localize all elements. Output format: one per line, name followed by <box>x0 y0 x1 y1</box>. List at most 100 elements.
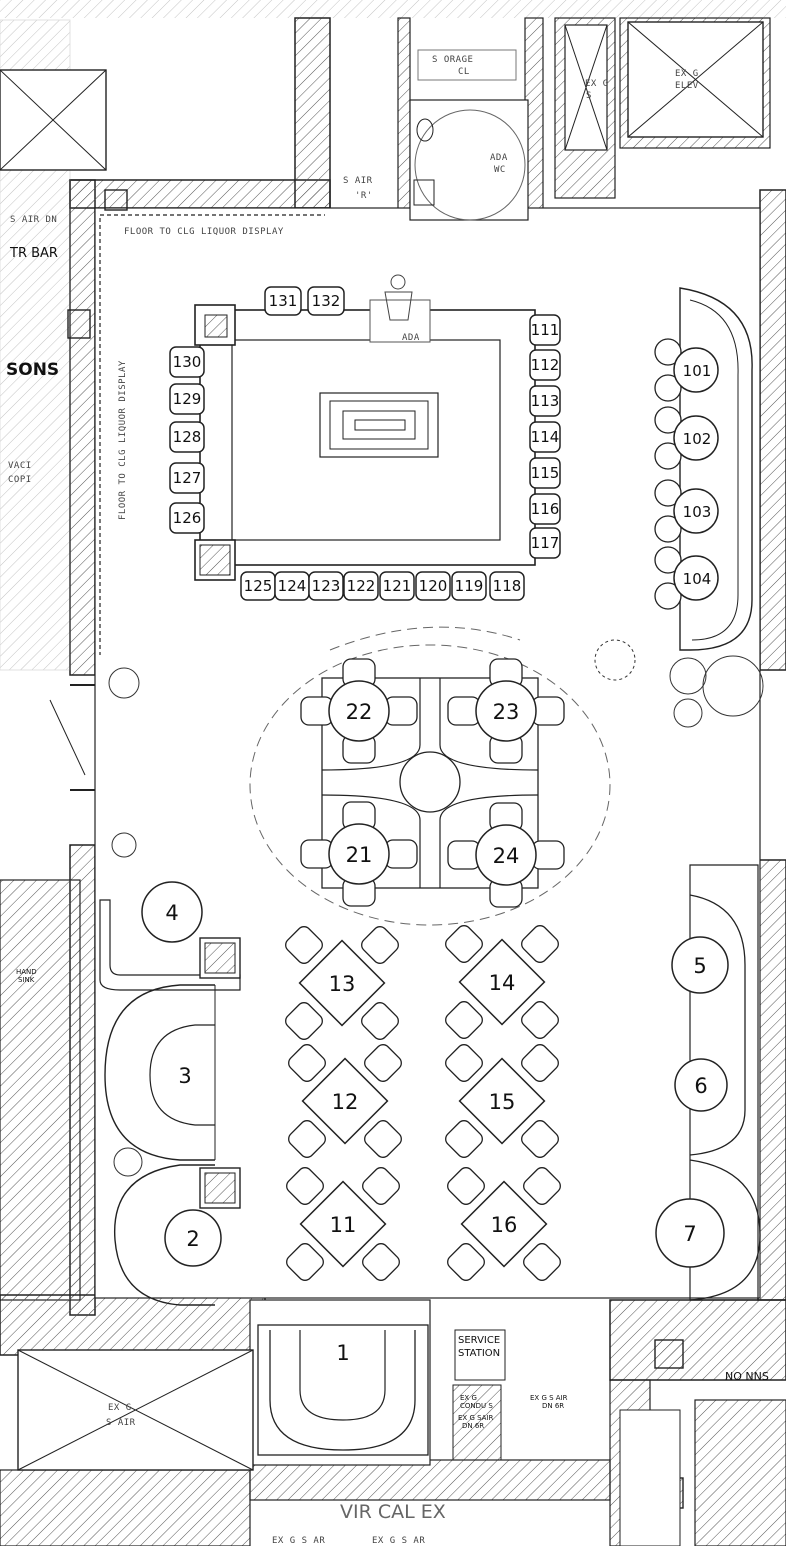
bar-seat-120[interactable]: 120 <box>415 571 451 601</box>
seat-number: 124 <box>278 577 307 595</box>
exg-stair-bottom-label-2: S AIR <box>106 1418 136 1428</box>
table-number: 1 <box>336 1341 349 1365</box>
table-21[interactable]: 21 <box>300 801 418 907</box>
ada-wc-label: ADA <box>490 153 508 163</box>
service-station-label-2: STATION <box>458 1348 500 1359</box>
table-number: 23 <box>493 700 520 724</box>
bar-seat-132[interactable]: 132 <box>307 286 345 316</box>
ada-wc-label-2: WC <box>494 165 506 175</box>
stair-r-label-2: 'R' <box>355 191 373 201</box>
sons-label: SONS <box>6 360 59 380</box>
exg-stair-box <box>564 24 608 151</box>
exg-shaft-top-left <box>0 69 107 171</box>
table-24[interactable]: 24 <box>447 802 565 908</box>
bar-seat-126[interactable]: 126 <box>169 502 205 534</box>
seat-number: 127 <box>173 469 202 487</box>
table-4[interactable]: 4 <box>141 881 203 943</box>
seat-number: 126 <box>173 509 202 527</box>
table-number: 15 <box>489 1090 516 1114</box>
banquette-seat-104[interactable]: 104 <box>654 546 719 610</box>
table-number: 11 <box>330 1213 357 1237</box>
seat-number: 114 <box>531 428 560 446</box>
table-number: 24 <box>493 844 520 868</box>
table-number: 5 <box>693 954 706 978</box>
banquette-right-lower <box>689 864 761 1301</box>
exg-sar-a-label: EX G S AR <box>272 1536 325 1546</box>
table-number: 3 <box>178 1064 191 1088</box>
ada-wc <box>409 99 529 221</box>
table-number: 21 <box>346 843 373 867</box>
liquor-display <box>67 189 325 655</box>
bar-seat-115[interactable]: 115 <box>529 457 561 489</box>
table-7[interactable]: 7 <box>655 1198 725 1268</box>
table-3[interactable]: 3 <box>178 1064 191 1088</box>
table-15[interactable]: 15 <box>443 1042 561 1160</box>
storage-label-2: CL <box>458 67 470 77</box>
bar-seat-124[interactable]: 124 <box>274 571 310 601</box>
table-13[interactable]: 13 <box>283 924 401 1042</box>
banquette-seat-101[interactable]: 101 <box>654 338 719 402</box>
no-nns-label: NO NNS <box>725 1370 769 1383</box>
bar-seat-113[interactable]: 113 <box>529 385 561 417</box>
table-16[interactable]: 16 <box>445 1165 563 1283</box>
seat-number: 117 <box>531 534 560 552</box>
bar-seat-129[interactable]: 129 <box>169 383 205 415</box>
seat-number: 132 <box>312 292 341 310</box>
table-number: 2 <box>186 1227 199 1251</box>
seat-number: 101 <box>683 362 712 380</box>
seat-number: 123 <box>312 577 341 595</box>
table-number: 16 <box>491 1213 518 1237</box>
banquette-seat-102[interactable]: 102 <box>654 406 719 470</box>
table-number: 12 <box>332 1090 359 1114</box>
bar-seat-122[interactable]: 122 <box>343 571 379 601</box>
exg-sar-b-label: EX G S AR <box>372 1536 425 1546</box>
bar-seat-119[interactable]: 119 <box>451 571 487 601</box>
table-1[interactable]: 1 <box>336 1341 349 1365</box>
bar-seat-127[interactable]: 127 <box>169 462 205 494</box>
seat-number: 122 <box>347 577 376 595</box>
exg-conduit-label: EX G <box>460 1394 477 1402</box>
table-6[interactable]: 6 <box>674 1058 728 1112</box>
exg-stair-dn2-label-2: DN 6R <box>462 1422 484 1430</box>
bar-seat-121[interactable]: 121 <box>379 571 415 601</box>
table-14[interactable]: 14 <box>443 923 561 1041</box>
bar-seat-116[interactable]: 116 <box>529 493 561 525</box>
bar-seat-130[interactable]: 130 <box>169 346 205 378</box>
storage-label: S ORAGE <box>432 55 473 65</box>
bar-seat-114[interactable]: 114 <box>529 421 561 453</box>
bar-seat-128[interactable]: 128 <box>169 421 205 453</box>
banquette-seat-103[interactable]: 103 <box>654 479 719 543</box>
table-12[interactable]: 12 <box>286 1042 404 1160</box>
seat-number: 112 <box>531 356 560 374</box>
exg-stair-bottom-label: EX G <box>108 1403 132 1413</box>
seat-number: 116 <box>531 500 560 518</box>
seat-number: 131 <box>269 292 298 310</box>
table-number: 7 <box>683 1222 696 1246</box>
table-number: 13 <box>329 972 356 996</box>
table-2[interactable]: 2 <box>164 1209 222 1267</box>
seat-number: 121 <box>383 577 412 595</box>
bar-seat-131[interactable]: 131 <box>264 286 302 316</box>
seat-number: 128 <box>173 428 202 446</box>
table-22[interactable]: 22 <box>300 658 418 764</box>
bar-seat-123[interactable]: 123 <box>308 571 344 601</box>
table-5[interactable]: 5 <box>671 936 729 994</box>
bar-seat-118[interactable]: 118 <box>489 571 525 601</box>
table-number: 22 <box>346 700 373 724</box>
seat-number: 129 <box>173 390 202 408</box>
notes: FLOOR TO CLG LIQUOR DISPLAY FLOOR TO CLG… <box>6 55 769 1546</box>
table-11[interactable]: 11 <box>284 1165 402 1283</box>
service-station-label: SERVICE <box>458 1335 500 1346</box>
bar-seat-111[interactable]: 111 <box>529 314 561 346</box>
bar-seat-112[interactable]: 112 <box>529 349 561 381</box>
bar-seat-125[interactable]: 125 <box>240 571 276 601</box>
seat-number: 120 <box>419 577 448 595</box>
bar-seat-117[interactable]: 117 <box>529 527 561 559</box>
str-bar-label: TR BAR <box>9 246 58 261</box>
exg-elev-box <box>627 21 764 138</box>
seat-number: 115 <box>531 464 560 482</box>
exg-conduit-label-2: CONDU S <box>460 1402 493 1410</box>
seat-number: 102 <box>683 430 712 448</box>
exg-elev-label-2: ELEV <box>675 81 699 91</box>
table-23[interactable]: 23 <box>447 658 565 764</box>
